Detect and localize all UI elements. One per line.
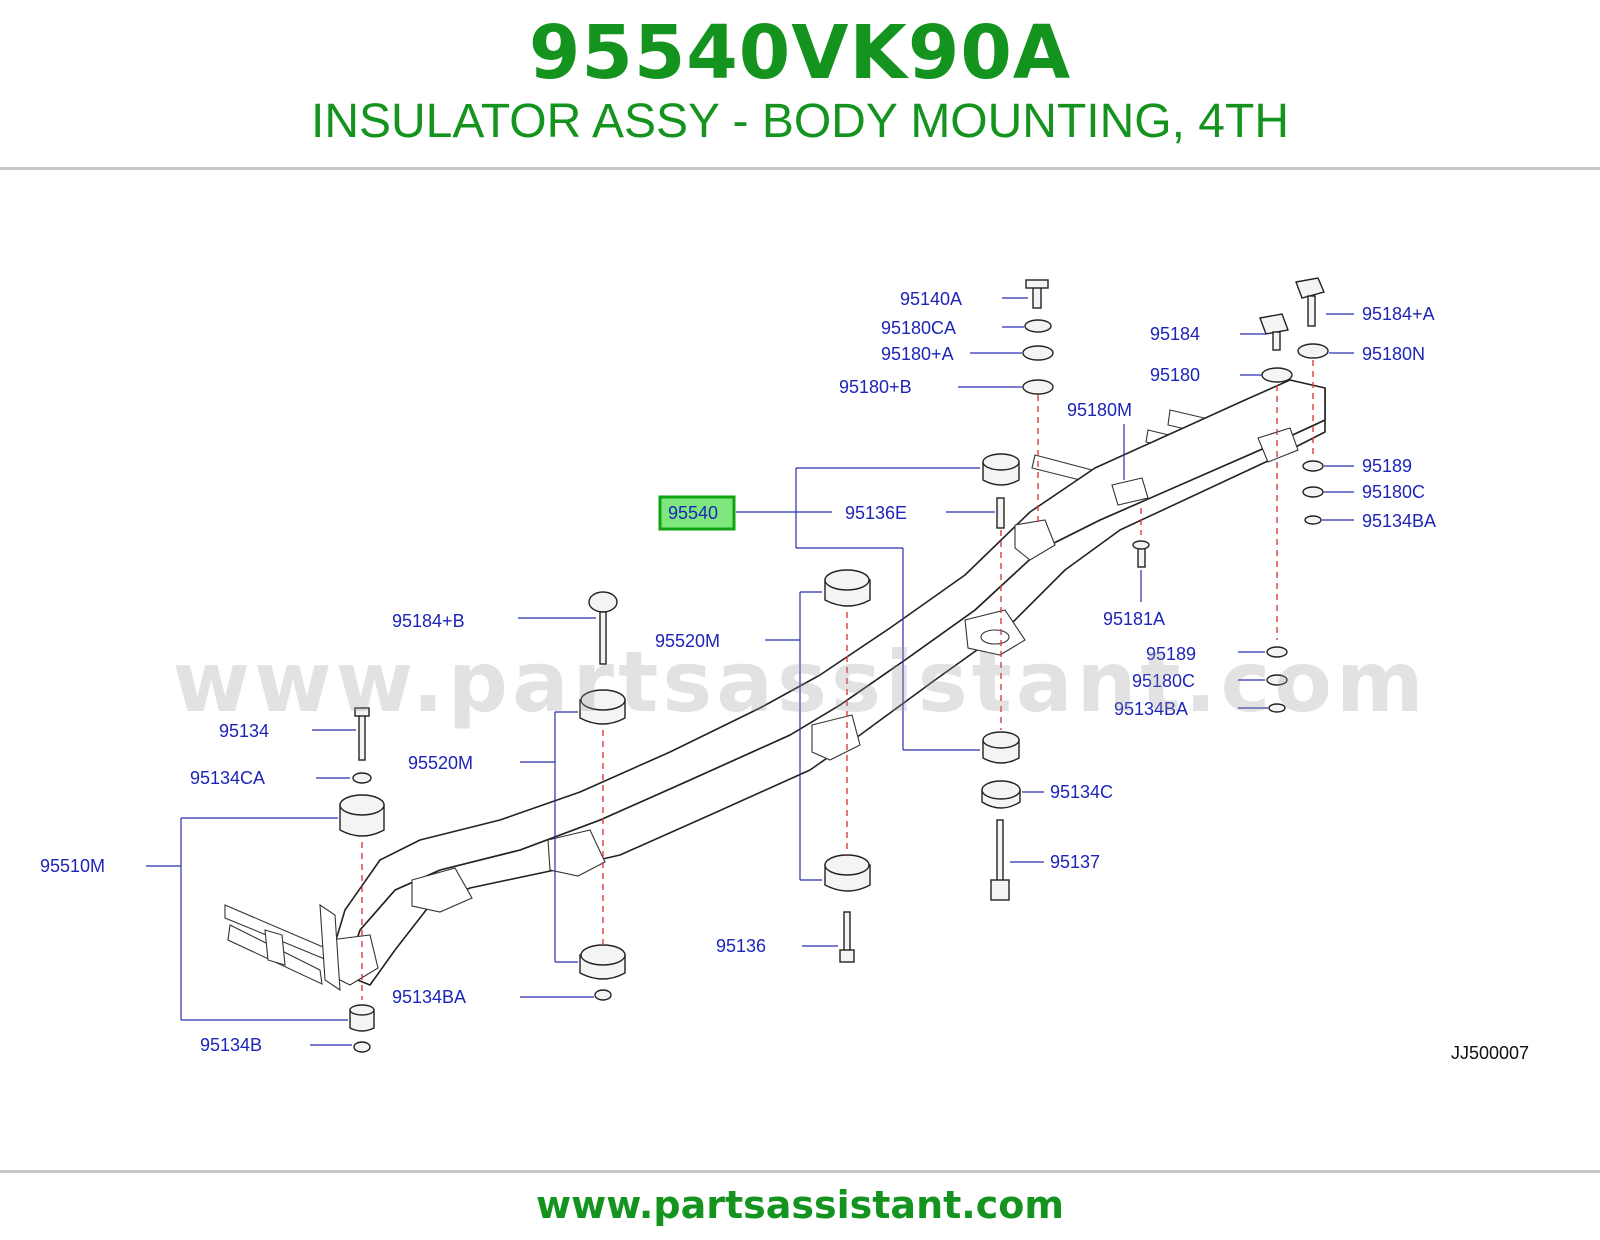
diagram-code: JJ500007	[1451, 1043, 1529, 1063]
header-divider	[0, 167, 1600, 170]
label-95181A[interactable]: 95181A	[1103, 609, 1165, 629]
label-95184pB[interactable]: 95184+B	[392, 611, 465, 631]
label-95180CA[interactable]: 95180CA	[881, 318, 956, 338]
label-95134CA[interactable]: 95134CA	[190, 768, 265, 788]
label-95136[interactable]: 95136	[716, 936, 766, 956]
part-name-subtitle: INSULATOR ASSY - BODY MOUNTING, 4TH	[311, 95, 1289, 148]
leader-lines	[146, 297, 1354, 1046]
mount-parts	[339, 277, 1329, 1053]
label-95184pA[interactable]: 95184+A	[1362, 304, 1435, 324]
label-95520M-upper[interactable]: 95520M	[655, 631, 720, 651]
chassis-frame	[224, 379, 1326, 992]
label-95136E[interactable]: 95136E	[845, 503, 907, 523]
label-95520M-lower[interactable]: 95520M	[408, 753, 473, 773]
label-95189-lower[interactable]: 95189	[1146, 644, 1196, 664]
assembly-axes	[361, 360, 1314, 1000]
label-95134B[interactable]: 95134B	[200, 1035, 262, 1055]
footer-divider	[0, 1170, 1600, 1173]
label-95180pB[interactable]: 95180+B	[839, 377, 912, 397]
part-labels: 95140A 95180CA 95180+A 95180+B 95184 951…	[40, 289, 1529, 1063]
label-95134BA-upper[interactable]: 95134BA	[1362, 511, 1436, 531]
label-95180[interactable]: 95180	[1150, 365, 1200, 385]
footer-url[interactable]: www.partsassistant.com	[536, 1183, 1064, 1227]
parts-diagram: 95140A 95180CA 95180+A 95180+B 95184 951…	[40, 277, 1529, 1063]
label-95540-highlighted[interactable]: 95540	[668, 503, 718, 523]
label-95180M[interactable]: 95180M	[1067, 400, 1132, 420]
part-number-title: 95540VK90A	[528, 10, 1072, 96]
label-95510M[interactable]: 95510M	[40, 856, 105, 876]
label-95180pA[interactable]: 95180+A	[881, 344, 954, 364]
label-95137[interactable]: 95137	[1050, 852, 1100, 872]
label-95180C-lower[interactable]: 95180C	[1132, 671, 1195, 691]
label-95180C-upper[interactable]: 95180C	[1362, 482, 1425, 502]
label-95189-upper[interactable]: 95189	[1362, 456, 1412, 476]
label-95134BA-front[interactable]: 95134BA	[392, 987, 466, 1007]
highlighted-part-box	[658, 495, 736, 531]
label-95140A[interactable]: 95140A	[900, 289, 962, 309]
watermark-text: www.partsassistant.com	[172, 633, 1428, 731]
label-95134[interactable]: 95134	[219, 721, 269, 741]
page-header: 95540VK90A INSULATOR ASSY - BODY MOUNTIN…	[0, 0, 1600, 170]
label-95134C[interactable]: 95134C	[1050, 782, 1113, 802]
label-95180N[interactable]: 95180N	[1362, 344, 1425, 364]
label-95184[interactable]: 95184	[1150, 324, 1200, 344]
label-95134BA-lower[interactable]: 95134BA	[1114, 699, 1188, 719]
